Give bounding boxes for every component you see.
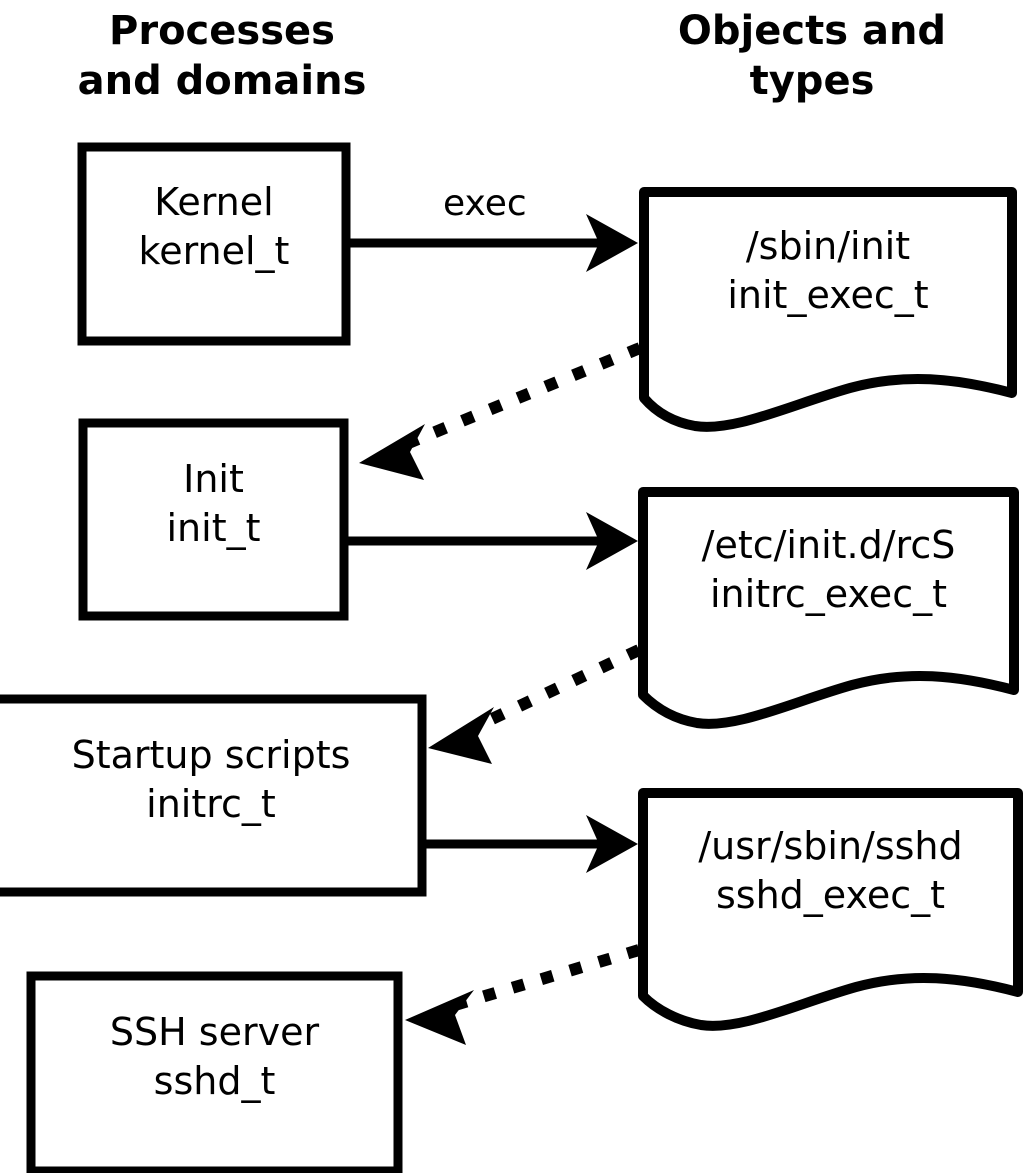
edge-initrc-exec-sshd bbox=[422, 815, 638, 873]
object-doc-initrc-exec[interactable] bbox=[638, 487, 1019, 729]
object-doc-sshd-exec[interactable] bbox=[638, 788, 1023, 1031]
process-box-init[interactable] bbox=[78, 418, 349, 621]
edge-init-exec-initrc bbox=[344, 512, 638, 570]
column-heading-processes: Processes and domains bbox=[77, 8, 367, 104]
process-box-sshd[interactable] bbox=[26, 971, 403, 1173]
edge-initrc-exec-to-initrc bbox=[428, 644, 642, 764]
process-box-kernel[interactable] bbox=[77, 142, 351, 346]
edge-label-exec: exec bbox=[443, 183, 527, 224]
edge-sshd-exec-to-sshd bbox=[405, 944, 641, 1045]
edge-init-exec-to-init bbox=[359, 342, 643, 480]
object-doc-init-exec[interactable] bbox=[639, 187, 1017, 432]
column-heading-objects: Objects and types bbox=[677, 8, 947, 104]
edge-kernel-exec-init bbox=[346, 214, 638, 272]
process-box-initrc[interactable] bbox=[0, 694, 427, 897]
